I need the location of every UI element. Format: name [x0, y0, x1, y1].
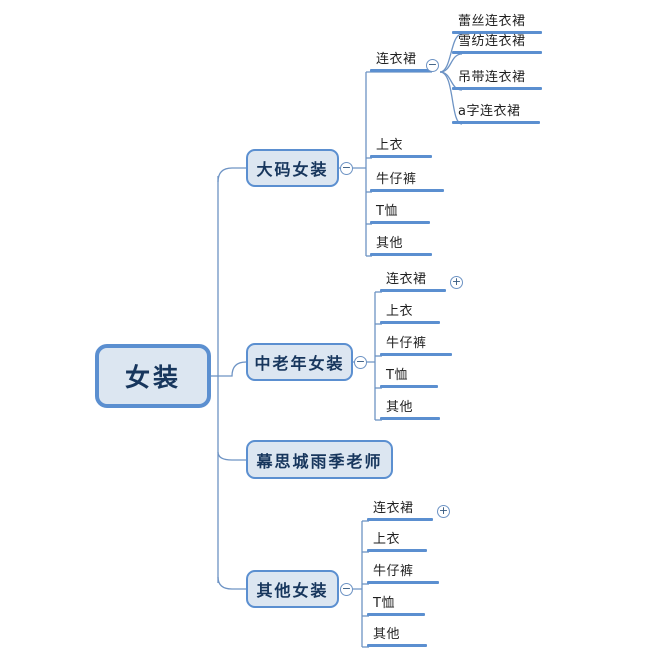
leaf-node-label: 连衣裙: [386, 272, 427, 287]
leaf-node-label: T恤: [373, 596, 395, 611]
leaf-node-label: T恤: [376, 204, 398, 219]
collapse-toggle-lianyiqun-1[interactable]: −: [426, 59, 439, 72]
collapse-toggle-zhonglaoniannvzhuang[interactable]: −: [354, 356, 367, 369]
leaf-node-label: 上衣: [373, 532, 401, 547]
leaf-node-label: 上衣: [386, 304, 414, 319]
leaf-node[interactable]: 连衣裙: [370, 48, 432, 72]
branch-node-label: 大码女装: [256, 160, 329, 179]
leaf-underline: [380, 321, 440, 324]
leaf-underline: [367, 518, 433, 521]
leaf-underline: [452, 31, 542, 34]
root-node-label: 女装: [124, 363, 181, 392]
leaf-node-label: T恤: [386, 368, 408, 383]
leaf-node[interactable]: 其他: [367, 623, 427, 647]
leaf-node[interactable]: 蕾丝连衣裙: [452, 10, 542, 34]
leaf-underline: [367, 549, 427, 552]
leaf-node[interactable]: 连衣裙: [380, 268, 446, 292]
leaf-node[interactable]: 上衣: [380, 300, 440, 324]
branch-node-qitanvzhuang[interactable]: 其他女装: [246, 570, 339, 608]
expand-toggle-lianyiqun-2[interactable]: +: [450, 276, 463, 289]
minus-icon: −: [427, 58, 438, 71]
collapse-toggle-qitanvzhuang[interactable]: −: [340, 583, 353, 596]
leaf-node-label: 雪纺连衣裙: [458, 34, 526, 49]
leaf-node[interactable]: T恤: [367, 592, 425, 616]
leaf-underline: [367, 613, 425, 616]
leaf-underline: [367, 644, 427, 647]
branch-node-zhonglaoniannvzhuang[interactable]: 中老年女装: [246, 343, 353, 381]
branch-node-label: 其他女装: [256, 581, 329, 600]
leaf-underline: [380, 289, 446, 292]
leaf-underline: [380, 385, 438, 388]
minus-icon: −: [341, 161, 352, 174]
leaf-node[interactable]: 牛仔裤: [380, 332, 452, 356]
leaf-node[interactable]: 上衣: [367, 528, 427, 552]
leaf-node[interactable]: T恤: [380, 364, 438, 388]
branch-node-musicheng[interactable]: 幕思城雨季老师: [246, 440, 393, 479]
minus-icon: −: [341, 582, 352, 595]
leaf-underline: [452, 87, 542, 90]
plus-icon: +: [438, 504, 449, 517]
leaf-node[interactable]: 牛仔裤: [370, 168, 444, 192]
leaf-node-label: 上衣: [376, 138, 404, 153]
leaf-underline: [452, 121, 540, 124]
leaf-node[interactable]: 连衣裙: [367, 497, 433, 521]
branch-node-label: 幕思城雨季老师: [256, 451, 383, 471]
plus-icon: +: [451, 275, 462, 288]
leaf-node[interactable]: 吊带连衣裙: [452, 66, 542, 90]
leaf-node-label: 连衣裙: [376, 52, 417, 67]
leaf-underline: [370, 221, 430, 224]
expand-toggle-lianyiqun-3[interactable]: +: [437, 505, 450, 518]
leaf-node-label: 牛仔裤: [376, 172, 417, 187]
leaf-node-label: 牛仔裤: [386, 336, 427, 351]
leaf-node-label: 吊带连衣裙: [458, 70, 526, 85]
leaf-node[interactable]: 雪纺连衣裙: [452, 30, 542, 54]
leaf-underline: [370, 69, 432, 72]
leaf-node[interactable]: 上衣: [370, 134, 432, 158]
leaf-node[interactable]: T恤: [370, 200, 430, 224]
leaf-underline: [370, 253, 432, 256]
minus-icon: −: [355, 355, 366, 368]
leaf-node[interactable]: a字连衣裙: [452, 100, 540, 124]
leaf-node[interactable]: 牛仔裤: [367, 560, 439, 584]
leaf-node[interactable]: 其他: [380, 396, 440, 420]
leaf-node[interactable]: 其他: [370, 232, 432, 256]
branch-node-label: 中老年女装: [254, 354, 345, 373]
leaf-node-label: 其他: [373, 627, 401, 642]
collapse-toggle-damanvzhuang[interactable]: −: [340, 162, 353, 175]
leaf-underline: [370, 155, 432, 158]
leaf-underline: [380, 353, 452, 356]
leaf-underline: [452, 51, 542, 54]
leaf-node-label: 牛仔裤: [373, 564, 414, 579]
leaf-underline: [370, 189, 444, 192]
leaf-underline: [367, 581, 439, 584]
leaf-node-label: 其他: [386, 400, 414, 415]
leaf-node-label: 连衣裙: [373, 501, 414, 516]
leaf-node-label: 蕾丝连衣裙: [458, 14, 526, 29]
leaf-node-label: 其他: [376, 236, 404, 251]
branch-node-damanvzhuang[interactable]: 大码女装: [246, 149, 339, 187]
leaf-underline: [380, 417, 440, 420]
leaf-node-label: a字连衣裙: [458, 104, 521, 119]
mindmap-root-node[interactable]: 女装: [95, 344, 211, 408]
